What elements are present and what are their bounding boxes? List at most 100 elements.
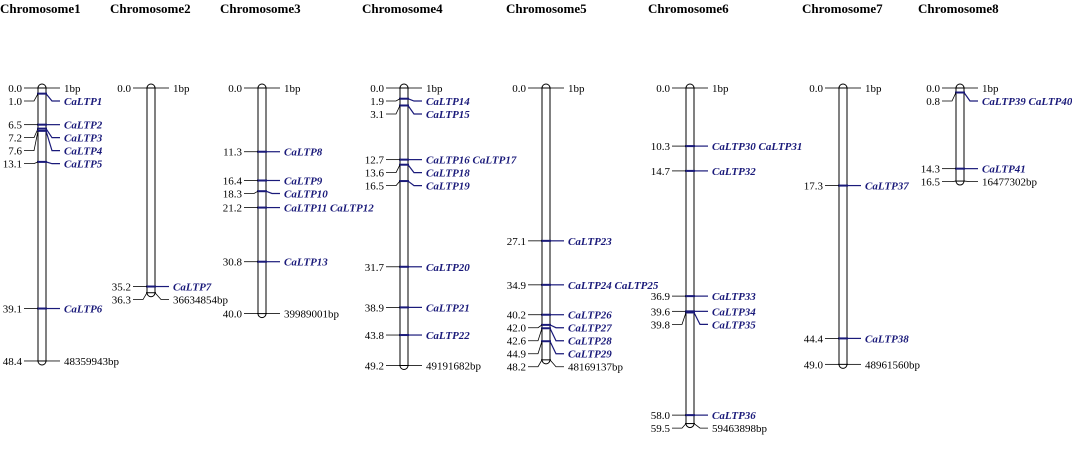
start-label: 1bp <box>426 83 443 95</box>
right-connector <box>407 105 422 115</box>
gene-label: CaLTP24 CaLTP25 <box>568 280 659 292</box>
end-label: 48961560bp <box>865 359 921 371</box>
gene-label: CaLTP37 <box>865 181 909 193</box>
position-label: 42.0 <box>507 323 527 335</box>
right-connector <box>45 128 60 139</box>
left-connector <box>672 312 687 325</box>
position-label: 48.4 <box>3 356 23 368</box>
position-label: 43.8 <box>365 330 385 342</box>
position-label: 49.2 <box>365 360 384 372</box>
position-label: 16.5 <box>365 181 385 193</box>
gene-label: CaLTP29 <box>568 349 612 361</box>
gene-label: CaLTP10 <box>284 188 328 200</box>
position-label: 38.9 <box>365 302 385 314</box>
position-label: 42.6 <box>507 336 527 348</box>
position-label: 18.3 <box>223 188 243 200</box>
position-label: 0.0 <box>228 83 242 95</box>
right-connector <box>549 328 564 342</box>
gene-label: CaLTP13 <box>284 257 328 269</box>
gene-label: CaLTP27 <box>568 323 612 335</box>
left-connector <box>133 292 148 300</box>
gene-label: CaLTP5 <box>64 159 103 171</box>
position-label: 44.4 <box>804 333 824 345</box>
gene-label: CaLTP30 CaLTP31 <box>712 141 802 153</box>
position-label: 58.0 <box>651 410 671 422</box>
position-label: 48.2 <box>507 362 526 374</box>
left-connector <box>24 161 39 165</box>
gene-label: CaLTP23 <box>568 236 612 248</box>
chromosome-bar <box>955 83 965 186</box>
position-label: 39.8 <box>651 319 671 331</box>
end-label: 16477302bp <box>982 177 1038 189</box>
position-label: 0.8 <box>926 96 940 108</box>
end-label: 59463898bp <box>712 423 768 435</box>
gene-label: CaLTP14 <box>426 96 470 108</box>
chromosome-title: Chromosome7 <box>802 1 883 16</box>
position-label: 0.0 <box>512 83 526 95</box>
position-label: 11.3 <box>223 147 242 159</box>
position-label: 49.0 <box>804 359 824 371</box>
position-label: 13.6 <box>365 168 385 180</box>
chromosome-title: Chromosome5 <box>506 1 587 16</box>
position-label: 30.8 <box>223 257 243 269</box>
position-label: 16.5 <box>921 177 941 189</box>
left-connector <box>386 180 401 187</box>
position-label: 16.4 <box>223 175 243 187</box>
right-connector <box>963 92 978 102</box>
left-connector <box>528 359 543 368</box>
start-label: 1bp <box>284 83 301 95</box>
position-label: 0.0 <box>8 83 22 95</box>
position-label: 12.7 <box>365 155 385 167</box>
position-label: 7.6 <box>8 146 22 158</box>
right-connector <box>549 340 564 355</box>
left-connector <box>24 93 39 102</box>
end-label: 36634854bp <box>173 295 229 307</box>
chromosome-title: Chromosome2 <box>110 1 191 16</box>
position-label: 1.9 <box>370 96 384 108</box>
right-connector <box>407 98 422 102</box>
position-label: 10.3 <box>651 141 671 153</box>
gene-label: CaLTP18 <box>426 168 470 180</box>
chromosome-bar <box>146 83 156 298</box>
gene-label: CaLTP36 <box>712 410 756 422</box>
position-label: 0.0 <box>809 83 823 95</box>
start-label: 1bp <box>173 83 190 95</box>
left-connector <box>528 328 543 342</box>
start-label: 1bp <box>64 83 81 95</box>
right-connector <box>549 324 564 329</box>
left-connector <box>528 324 543 329</box>
position-label: 1.0 <box>8 96 22 108</box>
position-label: 36.9 <box>651 291 671 303</box>
right-connector <box>693 312 708 325</box>
left-connector <box>24 128 39 139</box>
position-label: 39.6 <box>651 306 671 318</box>
end-label: 48359943bp <box>64 356 120 368</box>
left-connector <box>24 130 39 152</box>
gene-label: CaLTP11 CaLTP12 <box>284 203 374 215</box>
position-label: 35.2 <box>112 282 131 294</box>
start-label: 1bp <box>712 83 729 95</box>
gene-label: CaLTP6 <box>64 304 103 316</box>
gene-label: CaLTP32 <box>712 166 756 178</box>
left-connector <box>672 423 687 429</box>
gene-label: CaLTP2 <box>64 120 103 132</box>
right-connector <box>963 180 978 183</box>
right-connector <box>549 359 564 368</box>
left-connector <box>244 190 259 194</box>
gene-label: CaLTP9 <box>284 175 323 187</box>
position-label: 0.0 <box>656 83 670 95</box>
left-connector <box>942 92 957 102</box>
position-label: 7.2 <box>8 133 22 145</box>
position-label: 34.9 <box>507 280 527 292</box>
chromosome-bar <box>838 83 848 369</box>
position-label: 59.5 <box>651 423 671 435</box>
position-label: 14.7 <box>651 166 671 178</box>
right-connector <box>407 180 422 187</box>
gene-label: CaLTP33 <box>712 291 756 303</box>
